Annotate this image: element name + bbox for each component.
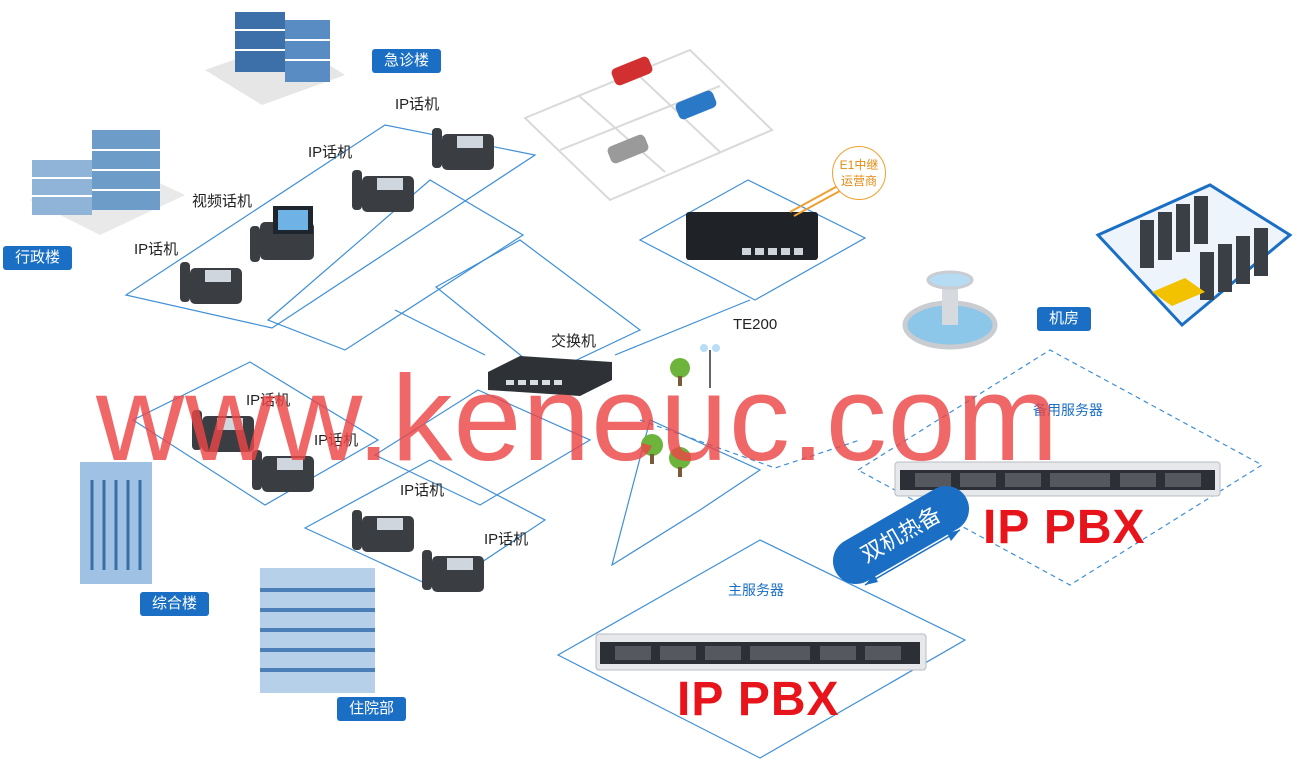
backup-zone xyxy=(639,349,1264,586)
fountain-icon xyxy=(902,270,998,350)
zone-inpatient-phones-a xyxy=(131,361,380,506)
link-te200-switch xyxy=(614,299,751,356)
inpatient-building-icon xyxy=(260,568,375,693)
ip-phone-icon xyxy=(192,410,254,452)
car-icons xyxy=(607,56,717,164)
link-switch-backup xyxy=(639,419,861,469)
zone-link-a xyxy=(266,179,525,351)
label-ip-phone: IP话机 xyxy=(314,432,359,449)
main-ip-pbx-label: IP PBX xyxy=(677,673,840,726)
ip-phone-icon xyxy=(352,510,414,552)
switch-icon xyxy=(488,356,612,396)
label-backup-server: 备用服务器 xyxy=(1033,402,1103,418)
e1-carrier-badge: E1中继 运营商 xyxy=(832,146,886,200)
link-switch-admin xyxy=(394,309,486,356)
server-room-icon xyxy=(1095,183,1293,328)
general-building-icon xyxy=(80,462,152,584)
carrier-label: 运营商 xyxy=(840,174,877,188)
zone-outlines xyxy=(124,124,967,759)
watermark: www.keneuc.com xyxy=(96,350,1060,486)
admin-building-icon xyxy=(30,130,185,235)
main-server-icon xyxy=(595,633,927,671)
badge-emergency: 急诊楼 xyxy=(372,49,442,73)
zone-main-server xyxy=(556,539,967,759)
e1-trunk-label: E1中继 xyxy=(839,158,879,172)
label-ip-phone: IP话机 xyxy=(395,96,440,113)
emergency-building-icon xyxy=(205,12,345,105)
label-ip-phone: IP话机 xyxy=(246,392,291,409)
label-switch: 交换机 xyxy=(551,333,597,350)
label-main-server: 主服务器 xyxy=(728,582,784,598)
ip-phone-icon xyxy=(432,128,494,170)
backup-server-icon xyxy=(894,461,1221,497)
zone-link-c xyxy=(373,389,592,506)
zone-admin-phones xyxy=(124,124,537,329)
ip-phone-icons xyxy=(180,128,494,592)
ip-phone-icon xyxy=(180,262,242,304)
ip-phone-icon xyxy=(352,170,414,212)
label-ip-phone: IP话机 xyxy=(400,482,445,499)
zone-backup-server xyxy=(856,349,1264,586)
badge-general: 综合楼 xyxy=(140,592,210,616)
ip-phone-icon xyxy=(252,450,314,492)
ip-phone-icon xyxy=(422,550,484,592)
zone-inpatient-phones-b xyxy=(303,459,547,591)
label-video-phone: 视频话机 xyxy=(192,193,253,210)
zone-link-b xyxy=(434,239,642,376)
label-te200: TE200 xyxy=(733,316,778,333)
label-ip-phone: IP话机 xyxy=(484,531,529,548)
zone-link-d xyxy=(611,419,762,567)
label-ip-phone: IP话机 xyxy=(308,144,353,161)
label-ip-phone: IP话机 xyxy=(134,241,179,258)
tree-icons xyxy=(641,344,720,477)
video-phone-icon xyxy=(250,206,314,262)
zone-te200 xyxy=(638,179,867,301)
te200-gateway-icon xyxy=(686,212,818,260)
backup-ip-pbx-label: IP PBX xyxy=(983,501,1146,554)
badge-server-room: 机房 xyxy=(1037,307,1092,331)
badge-admin: 行政楼 xyxy=(3,246,73,270)
badge-inpatient: 住院部 xyxy=(337,697,407,721)
